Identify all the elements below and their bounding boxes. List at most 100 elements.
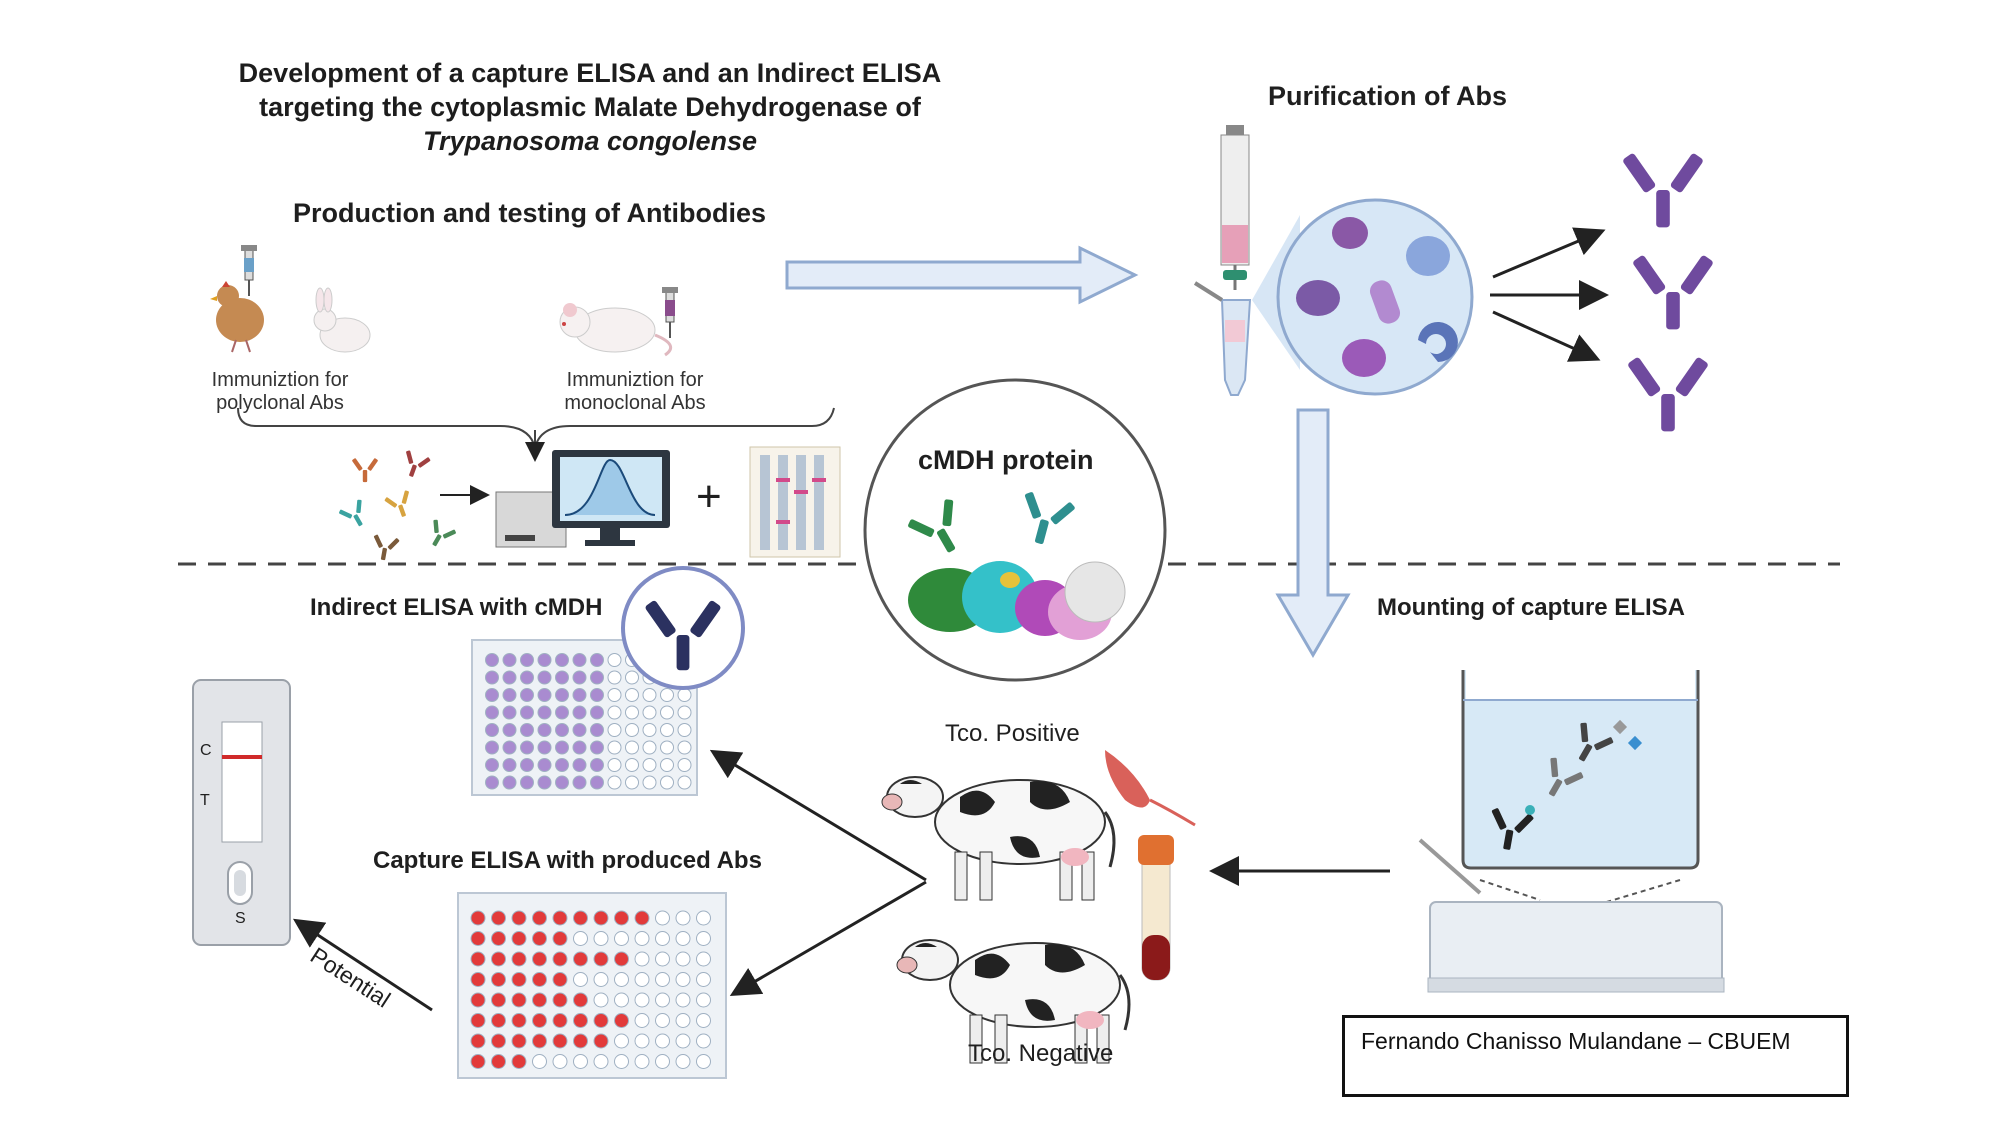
well — [614, 1033, 629, 1049]
well — [491, 951, 506, 967]
well — [532, 951, 547, 967]
antibody-icon — [398, 449, 432, 481]
antibody-icon — [1631, 254, 1715, 330]
western-blot-icon — [749, 446, 841, 558]
well — [593, 992, 609, 1008]
well — [642, 775, 657, 790]
well — [572, 775, 587, 790]
well — [537, 740, 552, 755]
label-tco-positive: Tco. Positive — [945, 720, 1080, 747]
column-icon — [1193, 125, 1252, 396]
well — [675, 910, 691, 926]
well — [634, 1033, 650, 1049]
well — [511, 972, 527, 987]
well — [696, 910, 711, 926]
well — [696, 992, 711, 1008]
well — [675, 931, 691, 946]
well — [660, 775, 674, 790]
well — [537, 705, 552, 720]
well — [470, 1013, 486, 1028]
well — [607, 653, 622, 667]
well — [520, 723, 534, 737]
well — [552, 931, 568, 946]
antibody-icon — [383, 489, 417, 521]
well — [590, 705, 604, 720]
well — [470, 972, 486, 987]
well — [537, 688, 552, 702]
well — [470, 951, 486, 967]
well — [537, 670, 552, 685]
well — [614, 910, 629, 926]
well — [511, 1033, 527, 1049]
well — [634, 931, 650, 946]
well — [485, 775, 499, 790]
well — [552, 1054, 568, 1069]
syringe-icon — [241, 245, 257, 296]
label-immunization-monoclonal: Immuniztion for monoclonal Abs — [545, 369, 725, 415]
well — [485, 670, 499, 685]
well — [552, 1033, 568, 1049]
well — [625, 705, 639, 720]
well — [485, 653, 499, 667]
well — [634, 910, 650, 926]
well — [634, 1054, 650, 1069]
well — [502, 653, 517, 667]
label-line: Immuniztion for — [566, 369, 704, 391]
well — [573, 931, 588, 946]
well — [696, 972, 711, 987]
well — [573, 992, 588, 1008]
well — [655, 910, 670, 926]
well — [634, 951, 650, 967]
well — [655, 1013, 670, 1028]
well — [634, 992, 650, 1008]
well — [590, 670, 604, 685]
well — [491, 910, 506, 926]
title-line-1: Development of a capture ELISA and an In… — [238, 58, 942, 88]
well — [485, 705, 499, 720]
well — [502, 740, 517, 755]
well — [573, 910, 588, 926]
strip-label-c: C — [200, 742, 212, 759]
antibody-icon — [422, 517, 458, 553]
well — [502, 723, 517, 737]
well — [590, 688, 604, 702]
antibody-icon — [351, 457, 379, 483]
credit-text: Fernando Chanisso Mulandane – CBUEM — [1361, 1028, 1791, 1054]
well — [532, 992, 547, 1008]
well — [520, 758, 534, 772]
well — [573, 972, 588, 987]
well — [511, 951, 527, 967]
well — [552, 910, 568, 926]
well — [590, 740, 604, 755]
section-cmdh: cMDH protein — [918, 445, 1094, 475]
well — [696, 931, 711, 946]
test-strip-icon — [192, 679, 291, 946]
well — [625, 670, 639, 685]
well — [511, 992, 527, 1008]
well — [660, 758, 674, 772]
well — [485, 723, 499, 737]
well — [660, 740, 674, 755]
well — [537, 653, 552, 667]
well — [675, 1033, 691, 1049]
protein-icon — [908, 561, 1126, 640]
well — [555, 670, 569, 685]
well — [677, 758, 692, 772]
well — [614, 992, 629, 1008]
cmdh-circle — [863, 378, 1167, 682]
well — [572, 653, 587, 667]
well — [607, 758, 622, 772]
well — [572, 758, 587, 772]
credit-box: Fernando Chanisso Mulandane – CBUEM — [1342, 1015, 1849, 1097]
section-indirect-elisa: Indirect ELISA with cMDH — [310, 594, 603, 621]
well — [572, 688, 587, 702]
well — [607, 740, 622, 755]
well — [555, 688, 569, 702]
well — [511, 931, 527, 946]
well — [655, 1033, 670, 1049]
well — [511, 1054, 527, 1069]
antibody-badge — [621, 566, 745, 690]
strip-label-t: T — [200, 792, 210, 809]
well — [655, 951, 670, 967]
